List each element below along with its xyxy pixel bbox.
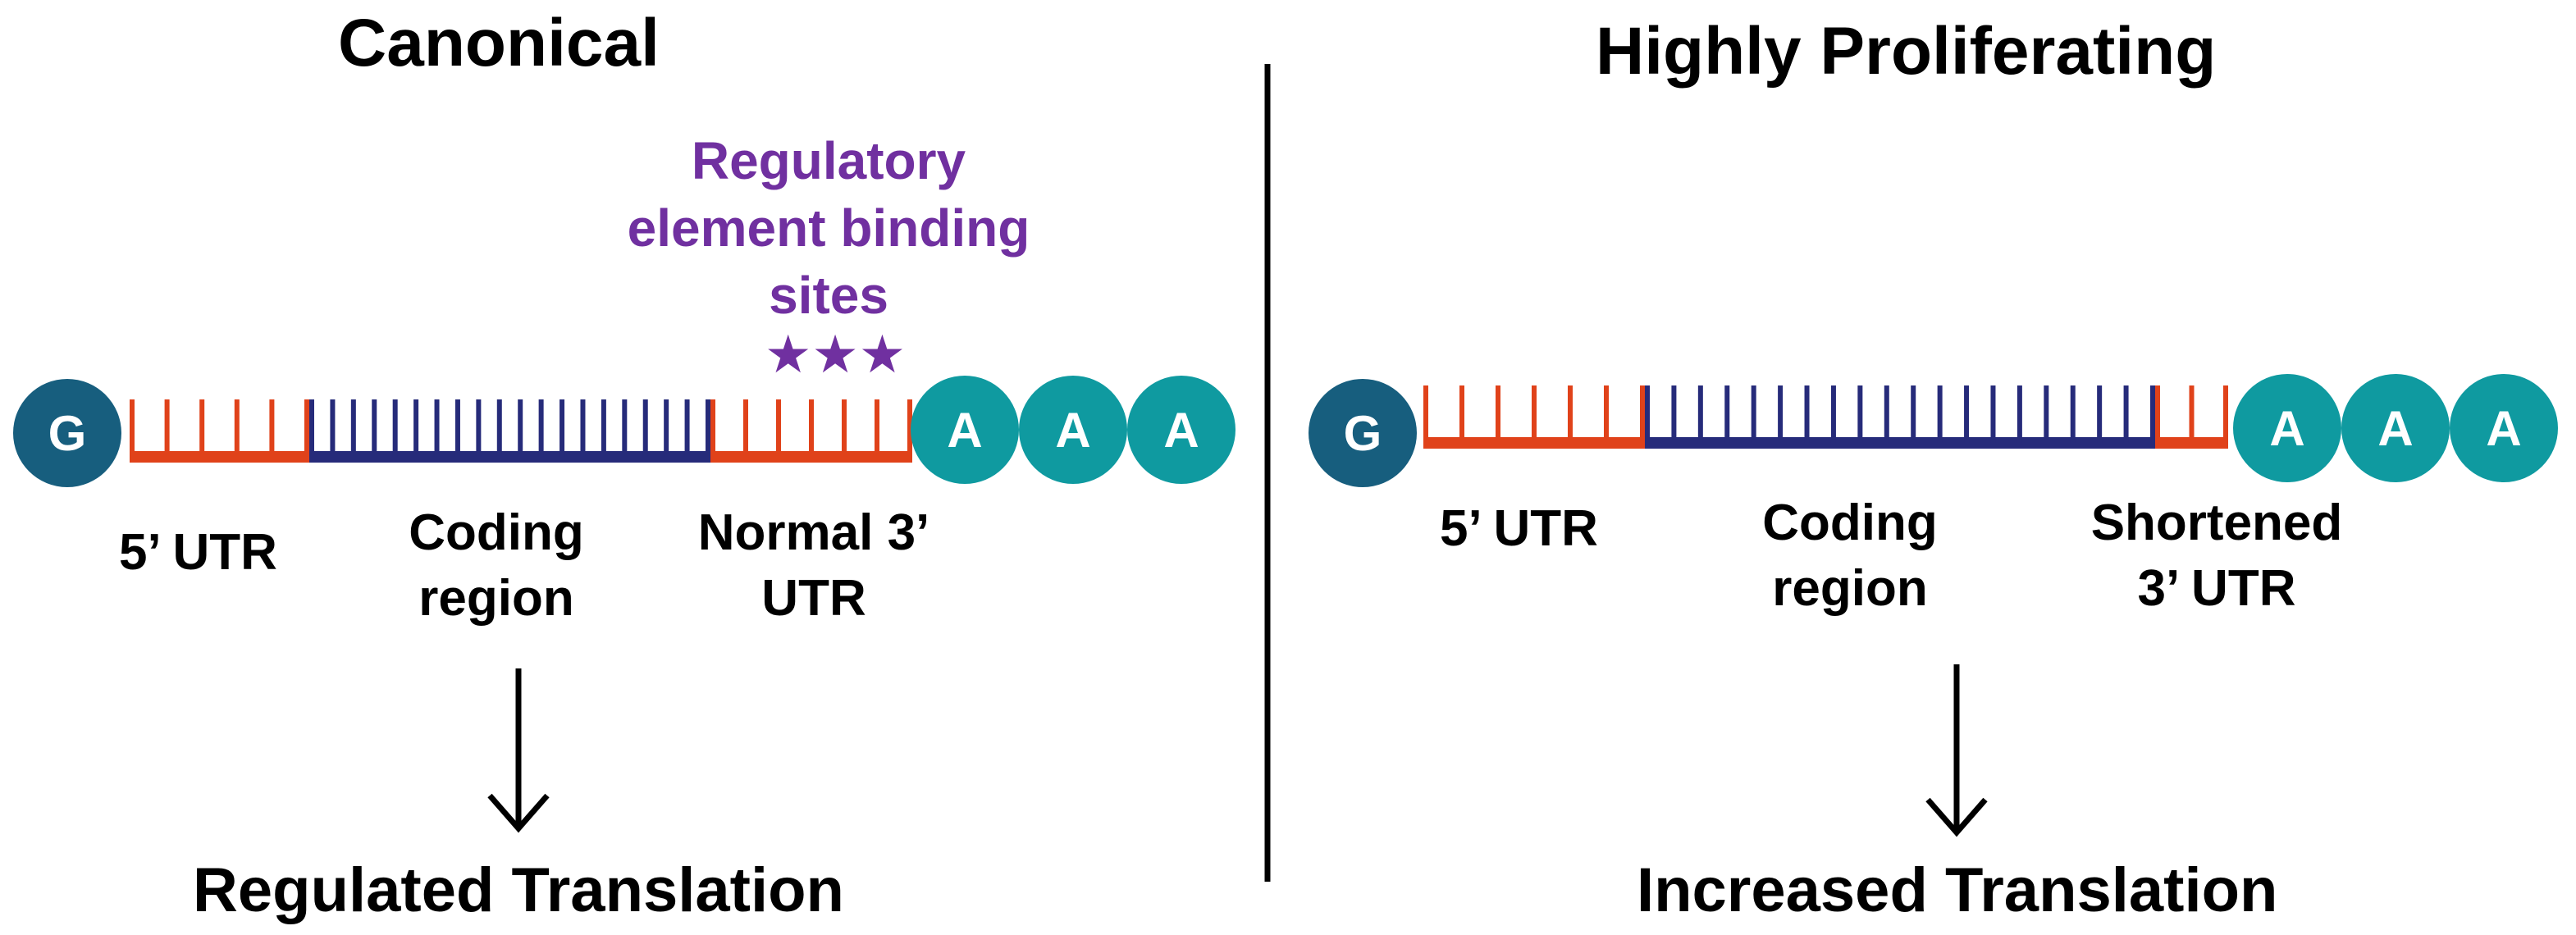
left-polya-circle-1: A (911, 376, 1019, 484)
left-5utr-label: 5’ UTR (119, 524, 277, 581)
right-3utr-label-line-1: Shortened (2090, 495, 2343, 551)
left-polya-circle-3: A (1127, 376, 1235, 484)
left-coding-label-line-2: region (418, 570, 574, 627)
right-3utr-label-line-2: 3’ UTR (2137, 560, 2296, 617)
right-5-cap-circle: G (1309, 379, 1417, 487)
right-polya-circle-1: A (2233, 374, 2341, 482)
left-coding-label-line-1: Coding (409, 504, 584, 561)
right-outcome-label: Increased Translation (1637, 855, 2278, 925)
left-polya-circle-2: A (1019, 376, 1127, 484)
left-coding-backbone (309, 451, 710, 463)
left-5utr-backbone (130, 451, 309, 463)
right-coding-label-line-1: Coding (1762, 495, 1938, 551)
regulatory-label-line-2: element binding (627, 198, 1030, 258)
binding-site-star-icon: ★ (858, 325, 907, 384)
binding-site-stars: ★★★ (765, 328, 906, 381)
left-mrna-strand (130, 399, 912, 463)
left-outcome-label: Regulated Translation (193, 855, 844, 925)
left-5-cap-circle: G (13, 379, 121, 487)
right-5utr-segment (1423, 385, 1645, 449)
right-coding-segment (1645, 385, 2155, 449)
right-polya-circle-2: A (2341, 374, 2450, 482)
right-coding-label-line-2: region (1772, 560, 1928, 617)
binding-site-star-icon: ★ (811, 325, 859, 384)
right-title: Highly Proliferating (1596, 14, 2217, 89)
right-down-arrow (1925, 664, 1988, 837)
right-mrna-strand (1423, 385, 2228, 449)
regulatory-label-line-1: Regulatory (691, 131, 966, 190)
right-polya-circle-3: A (2450, 374, 2558, 482)
left-title: Canonical (338, 6, 660, 80)
regulatory-label-line-3: sites (769, 266, 888, 325)
left-3utr-label-line-2: UTR (761, 570, 866, 627)
right-3utr-segment (2155, 385, 2228, 449)
binding-site-star-icon: ★ (765, 325, 812, 384)
left-3utr-label-line-1: Normal 3’ (697, 504, 930, 561)
left-5utr-segment (130, 399, 309, 463)
left-down-arrow (487, 668, 550, 833)
left-coding-segment (309, 399, 710, 463)
right-coding-backbone (1645, 437, 2155, 449)
left-3utr-segment (710, 399, 912, 463)
right-5utr-label: 5’ UTR (1440, 500, 1598, 557)
